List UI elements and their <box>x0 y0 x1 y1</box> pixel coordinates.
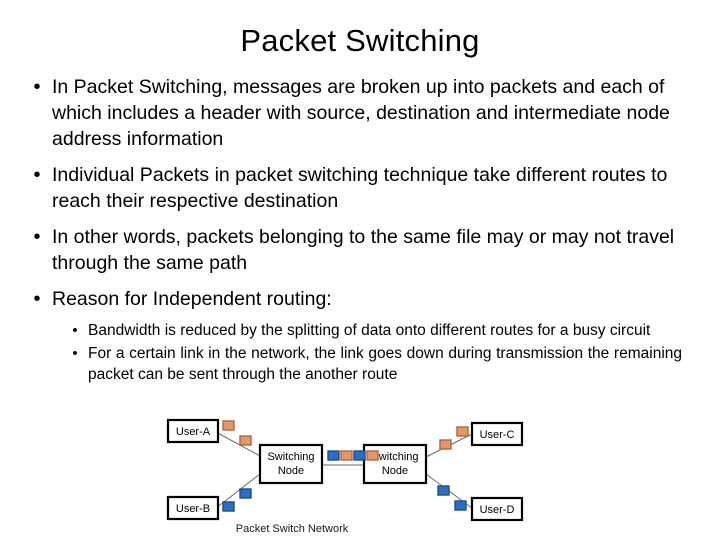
packet-blue <box>222 501 235 512</box>
packet-group-user-d <box>437 485 467 511</box>
bullet-marker-icon: • <box>72 322 78 339</box>
bullet-text: In Packet Switching, messages are broken… <box>52 76 670 150</box>
node-user-a-label: User-A <box>176 426 211 438</box>
packet-orange <box>456 426 469 437</box>
diagram-caption: Packet Switch Network <box>236 523 349 535</box>
packet-orange <box>439 439 452 450</box>
packet-blue <box>353 450 366 461</box>
node-switching-right-label-1: Switching <box>371 451 418 463</box>
page-title: Packet Switching <box>240 23 480 58</box>
bullet-marker-icon: • <box>33 226 41 248</box>
bullet-list: • In Packet Switching, messages are brok… <box>22 74 698 322</box>
node-switching-right: Switching Node <box>362 443 428 485</box>
sub-bullet-text: Bandwidth is reduced by the splitting of… <box>88 322 651 339</box>
node-user-d: User-D <box>470 496 524 522</box>
list-item: • Individual Packets in packet switching… <box>22 162 698 214</box>
sub-bullet-text: For a certain link in the network, the l… <box>88 345 682 383</box>
packet-orange <box>222 420 235 431</box>
diagram-links <box>215 431 473 509</box>
node-switching-left-label-1: Switching <box>267 451 314 463</box>
sub-bullet-list: • Bandwidth is reduced by the splitting … <box>62 320 682 387</box>
link-user-a-switch-left <box>215 431 261 457</box>
node-switching-right-label-2: Node <box>382 465 408 477</box>
bullet-marker-icon: • <box>33 164 41 186</box>
packet-orange <box>366 450 379 461</box>
packet-blue <box>327 450 340 461</box>
list-item: • In Packet Switching, messages are brok… <box>22 74 698 152</box>
sub-list-item: • For a certain link in the network, the… <box>62 343 682 385</box>
packet-group-user-b <box>222 488 252 512</box>
node-switching-left: Switching Node <box>258 443 324 485</box>
bullet-marker-icon: • <box>72 345 78 362</box>
packet-blue <box>437 485 450 496</box>
packet-orange <box>239 435 252 446</box>
packet-blue <box>239 488 252 499</box>
list-item: • In other words, packets belonging to t… <box>22 224 698 276</box>
packet-group-trunk <box>327 450 379 461</box>
packet-switch-network-diagram: User-A User-B Switching Node Switching N… <box>150 412 580 538</box>
bullet-marker-icon: • <box>33 76 41 98</box>
node-user-a: User-A <box>166 418 220 444</box>
list-item: • Reason for Independent routing: <box>22 286 698 312</box>
bullet-text: In other words, packets belonging to the… <box>52 226 675 274</box>
node-user-b-label: User-B <box>176 503 210 515</box>
node-user-d-label: User-D <box>480 504 515 516</box>
sub-list-item: • Bandwidth is reduced by the splitting … <box>62 320 682 341</box>
node-user-c: User-C <box>470 421 524 447</box>
bullet-text: Individual Packets in packet switching t… <box>52 164 668 212</box>
packet-group-user-c <box>439 426 469 450</box>
node-user-b: User-B <box>166 495 220 521</box>
node-user-c-label: User-C <box>480 429 515 441</box>
packet-orange <box>340 450 353 461</box>
packet-group-user-a <box>222 420 252 446</box>
node-switching-left-label-2: Node <box>278 465 304 477</box>
bullet-text: Reason for Independent routing: <box>52 288 332 310</box>
bullet-marker-icon: • <box>33 288 41 310</box>
packet-blue <box>454 500 467 511</box>
